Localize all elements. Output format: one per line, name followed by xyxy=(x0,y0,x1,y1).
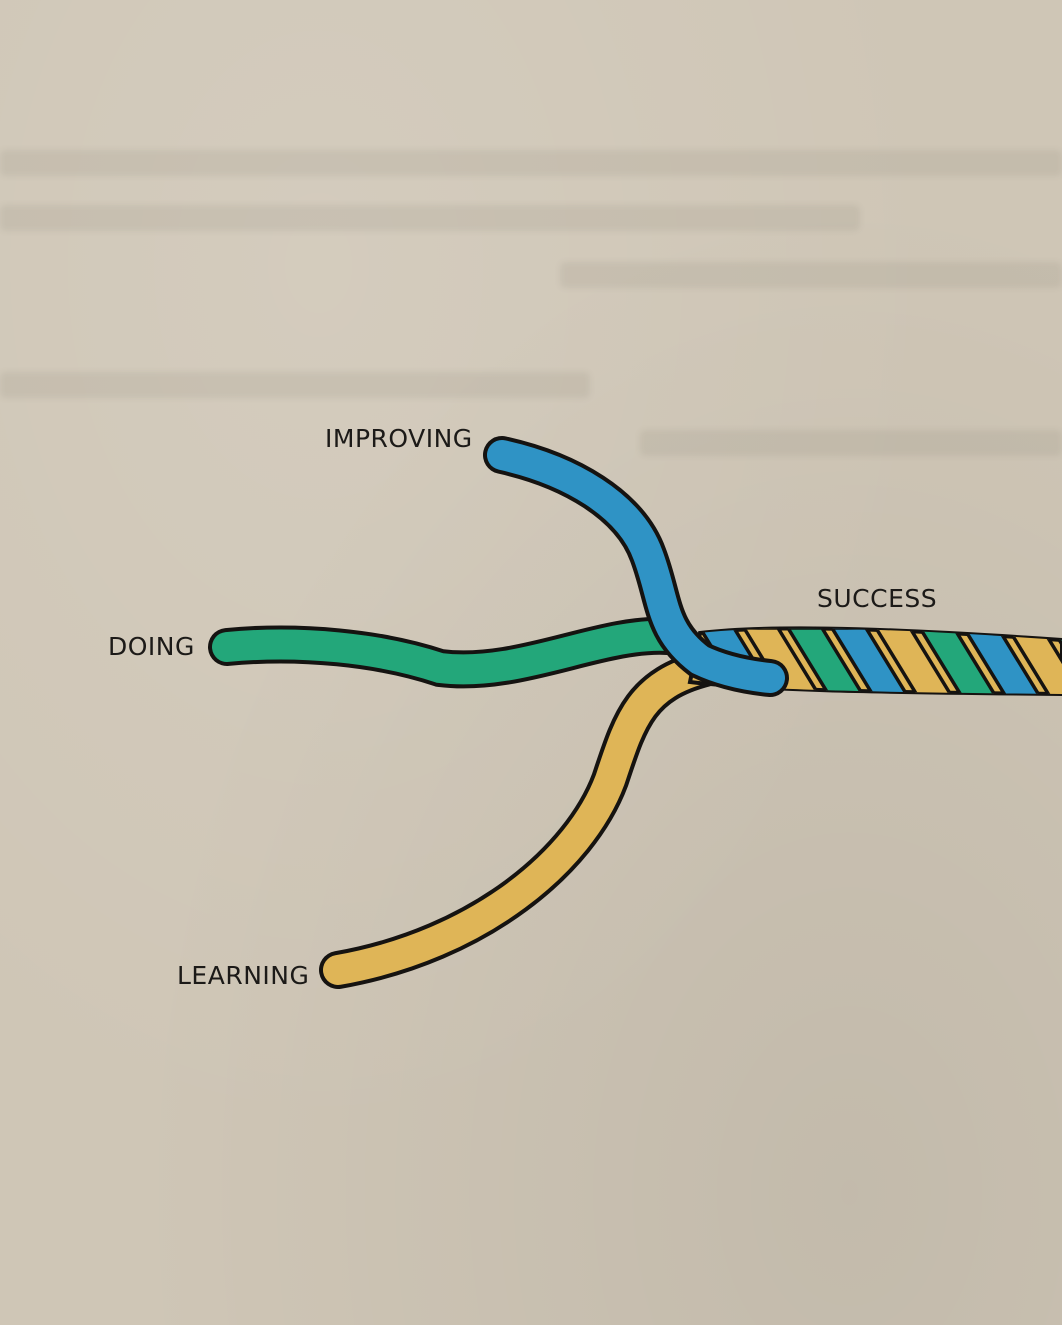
rope-twist-segment xyxy=(828,628,914,694)
rope-twist-segment xyxy=(960,628,1046,694)
rope-twist-segment xyxy=(916,628,1002,694)
rope-twist-segment xyxy=(784,628,870,694)
rope-twist-segment xyxy=(872,628,958,694)
label-doing: DOING xyxy=(108,632,195,661)
doing-strand xyxy=(208,616,687,689)
learning-strand xyxy=(319,649,724,989)
label-success: SUCCESS xyxy=(817,584,938,613)
improving-strand xyxy=(483,436,789,697)
rope-twist-segment xyxy=(1004,628,1062,694)
label-improving: IMPROVING xyxy=(325,424,473,453)
label-learning: LEARNING xyxy=(177,961,310,990)
